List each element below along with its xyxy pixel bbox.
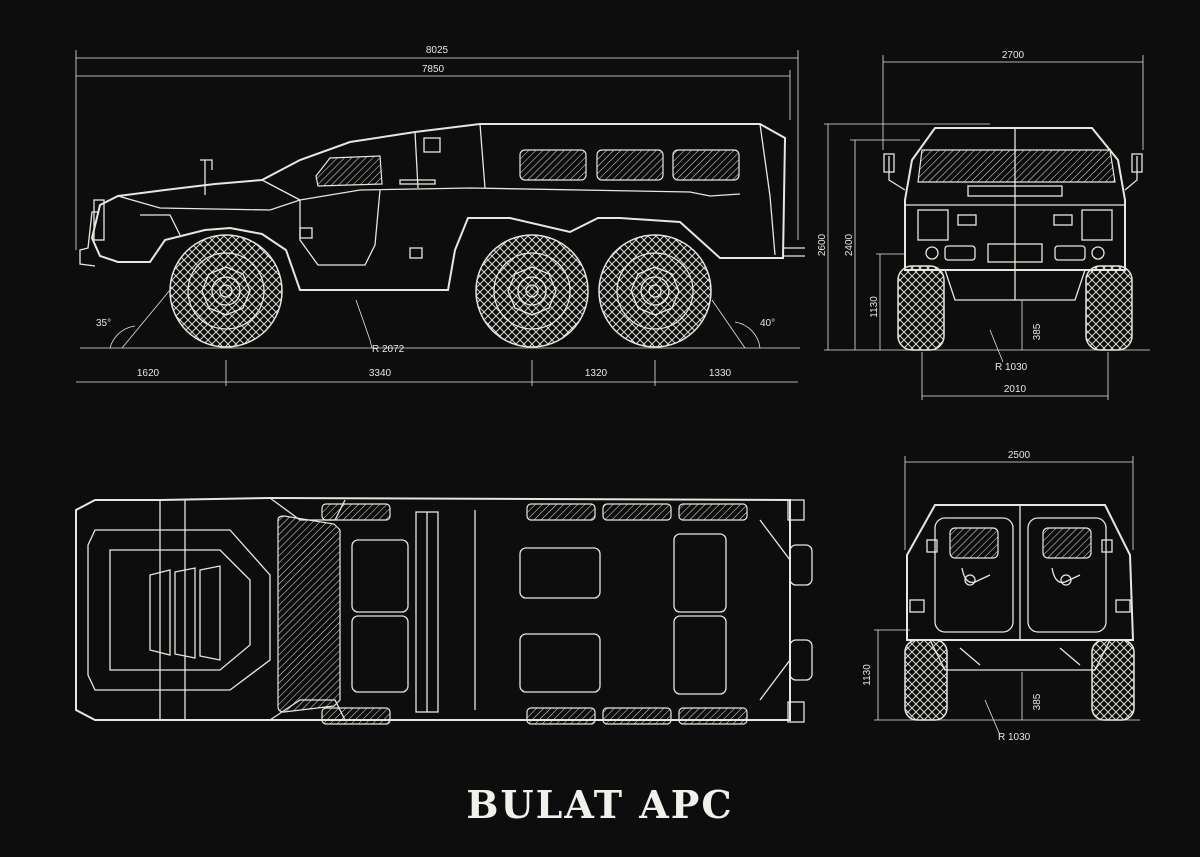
dim-rear-overhang: 1330: [709, 368, 732, 379]
side-windows: [315, 149, 740, 187]
side-wheel-front: [169, 234, 283, 348]
dim-front-wheel-radius: R 1030: [995, 362, 1028, 373]
front-hull: [883, 127, 1143, 301]
dim-overall-length: 8025: [426, 45, 449, 56]
dim-hull-length: 7850: [422, 64, 445, 75]
dim-front-width: 2700: [1002, 50, 1025, 61]
side-wheels: [169, 234, 712, 348]
departure-angle-label: 40°: [760, 318, 775, 329]
dim-rear-ground-clearance: 385: [1032, 693, 1043, 710]
rear-wheels: [904, 639, 1135, 721]
side-wheel-rear: [598, 234, 712, 348]
dim-front-height: 2600: [817, 233, 828, 256]
dim-rear-axle-height: 1130: [862, 664, 873, 686]
front-wheels: [897, 265, 1133, 351]
dim-wheelbase-rear: 1320: [585, 368, 608, 379]
side-angles: 35° 40° R 2072: [80, 289, 800, 355]
dim-front-track: 2010: [1004, 384, 1027, 395]
side-hull: [79, 123, 805, 291]
side-dimensions-bottom: 1620 3340 1320 1330: [76, 360, 798, 386]
side-dimensions-top: 8025 7850: [75, 45, 799, 250]
top-view: [75, 496, 813, 725]
dim-front-hull-height: 2400: [844, 233, 855, 256]
page-title: BULAT APC: [466, 782, 734, 827]
front-dimensions: 2700 2600 2400 1130 385 R 1030 2010: [817, 50, 1150, 400]
dim-rear-wheel-radius: R 1030: [998, 732, 1031, 743]
front-view: 2700 2600 2400 1130 385 R 1030 2010: [817, 50, 1150, 400]
top-hull: [75, 496, 813, 725]
dim-front-axle-height: 1130: [869, 296, 880, 318]
dim-front-overhang: 1620: [137, 368, 160, 379]
approach-angle-label: 35°: [96, 318, 111, 329]
dim-rear-width: 2500: [1008, 450, 1031, 461]
dim-wheelbase-front: 3340: [369, 368, 392, 379]
side-wheel-middle: [475, 234, 589, 348]
rear-view: 2500 1130 385 R 1030: [862, 450, 1140, 743]
dim-front-ground-clearance: 385: [1032, 323, 1043, 340]
side-view: 8025 7850: [75, 45, 805, 386]
turning-radius-label: R 2072: [372, 344, 405, 355]
